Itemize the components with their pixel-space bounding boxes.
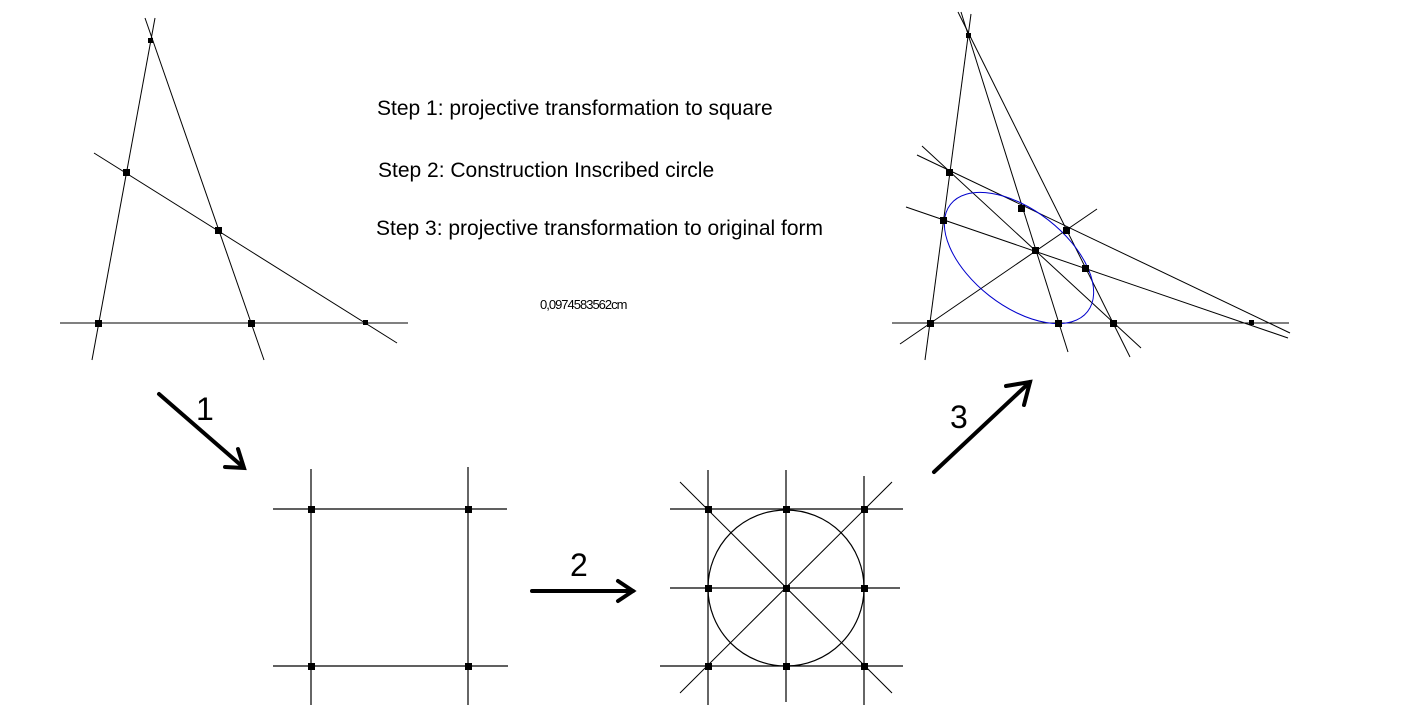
step-2-text: Step 2: Construction Inscribed circle [378, 159, 715, 182]
figure-original-inscribed-ellipse [892, 11, 1291, 361]
arrow-3-label: 3 [950, 399, 968, 435]
arrow-3-icon [932, 379, 1033, 474]
step-1-text: Step 1: projective transformation to squ… [377, 97, 773, 120]
overlapping-measurement-text: 0,0974583562cm [540, 297, 627, 312]
figure-original-points [95, 38, 368, 327]
figure-square-points [308, 506, 472, 670]
arrow-1-label: 1 [196, 391, 214, 427]
figure-ellipse-points [927, 33, 1254, 327]
figure-original-quadrilateral [60, 17, 408, 361]
arrow-2-icon [530, 579, 637, 603]
arrow-2-label: 2 [570, 547, 588, 583]
step-3-text: Step 3: projective transformation to ori… [376, 217, 824, 240]
arrow-1-icon [157, 392, 247, 471]
figure-square-circle-points [705, 506, 868, 670]
